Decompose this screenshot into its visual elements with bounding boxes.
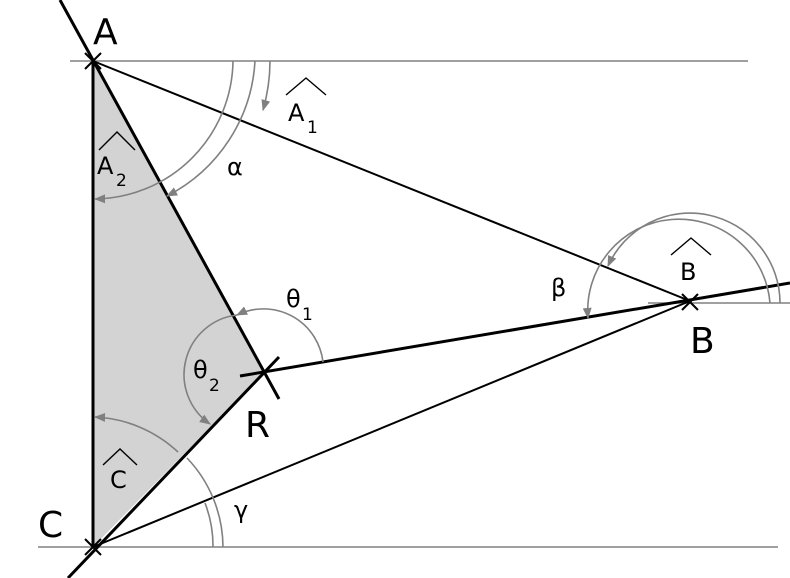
label-a1: A — [288, 99, 305, 127]
hat-a2 — [98, 131, 136, 151]
hat-b — [670, 237, 712, 256]
line-c-to-r-extended — [66, 355, 281, 578]
label-alpha: α — [227, 153, 243, 181]
angle-arc-beta — [582, 218, 771, 320]
angle-arc-a2 — [93, 60, 234, 204]
label-a2: A — [97, 152, 114, 180]
label-point-b: B — [690, 321, 715, 362]
point-a-marker — [84, 52, 102, 70]
label-b-hat: B — [680, 258, 696, 286]
label-c-hat: C — [110, 466, 127, 494]
label-theta1: θ — [286, 285, 301, 313]
point-b-marker — [681, 293, 699, 311]
angle-arc-alpha — [166, 60, 256, 197]
label-point-a: A — [93, 12, 118, 53]
label-point-c: C — [38, 505, 63, 546]
label-beta: β — [551, 274, 566, 302]
line-a-to-r-extended — [58, 0, 281, 400]
angle-arc-b-hat — [607, 212, 781, 304]
angle-arc-a1 — [261, 60, 271, 112]
angle-arc-c-outer — [186, 457, 224, 548]
line-r-to-b-extended — [239, 281, 790, 378]
angle-arc-gamma — [204, 502, 214, 548]
point-c-marker — [84, 538, 102, 556]
line-cb — [92, 300, 691, 548]
label-theta1-sub: 1 — [302, 305, 313, 325]
label-a1-sub: 1 — [307, 118, 318, 138]
label-a2-sub: 2 — [116, 171, 127, 191]
line-ab — [92, 60, 691, 302]
angle-arc-c-hat — [93, 412, 179, 453]
label-theta2: θ — [193, 356, 208, 384]
angle-arc-theta1 — [235, 306, 324, 363]
label-point-r: R — [245, 405, 270, 446]
label-gamma: γ — [234, 496, 248, 524]
hat-a1 — [285, 77, 327, 96]
label-theta2-sub: 2 — [209, 376, 220, 396]
hat-c — [102, 448, 138, 466]
angle-arc-theta2 — [183, 314, 238, 425]
